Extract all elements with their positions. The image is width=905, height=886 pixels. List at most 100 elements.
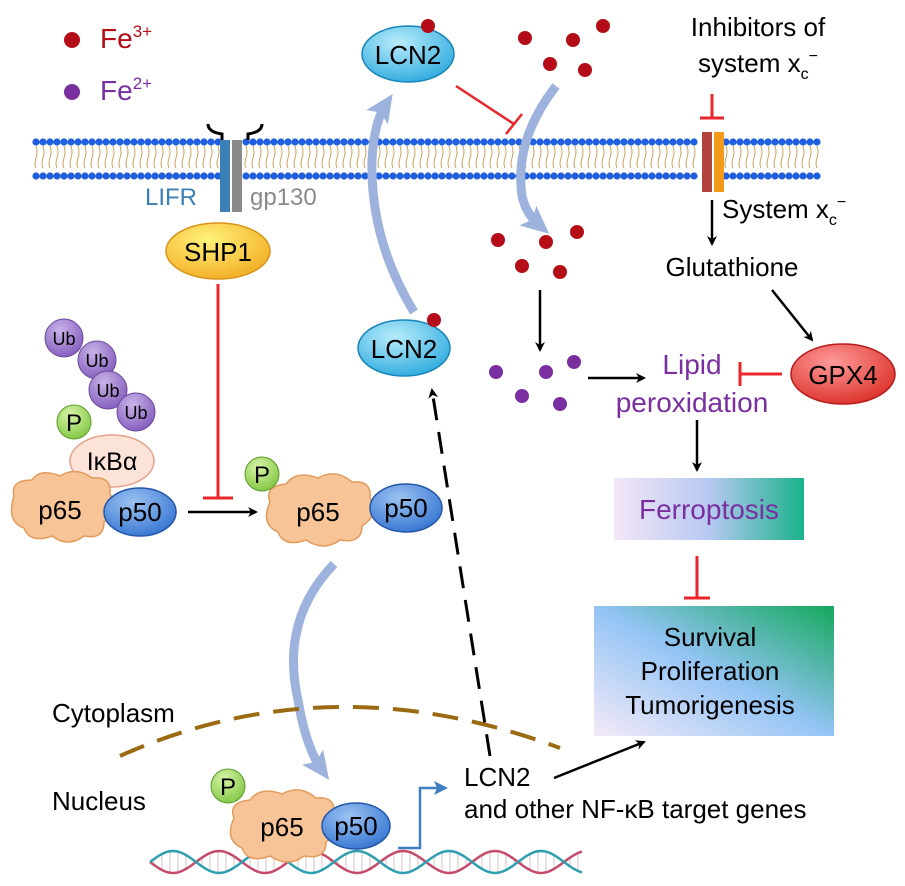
lipid-head — [88, 172, 96, 180]
lipid-head — [284, 172, 292, 180]
lipid-tail — [139, 145, 143, 169]
svg-text:p65: p65 — [38, 495, 81, 525]
lipid-head — [256, 172, 264, 180]
lipid-tail — [412, 145, 416, 169]
inhibitor-inhibition — [700, 94, 724, 120]
fe2-legend-dot — [64, 84, 80, 100]
lipid-head — [620, 138, 628, 146]
lipid-tail — [300, 145, 304, 169]
system-xc-label: System x — [722, 194, 829, 224]
outcome-proliferation: Proliferation — [641, 656, 780, 686]
lipid-head — [137, 172, 145, 180]
lipid-tail — [808, 145, 812, 169]
lipid-head — [627, 138, 635, 146]
lipid-head — [193, 172, 201, 180]
lipid-head — [792, 138, 800, 146]
lipid-head — [634, 172, 642, 180]
lipid-tail — [794, 145, 798, 169]
lipid-tail — [216, 145, 220, 169]
lcn2-secretion-dashed-arrow — [428, 388, 492, 757]
lipid-head — [46, 138, 54, 146]
lipid-head — [396, 138, 404, 146]
lipid-tail — [447, 145, 451, 169]
lipid-head — [53, 172, 61, 180]
lipid-head — [641, 172, 649, 180]
lipid-tail — [125, 145, 129, 169]
lipid-head — [151, 172, 159, 180]
lipid-tail — [482, 145, 486, 169]
svg-text:p65: p65 — [296, 497, 339, 527]
lipid-head — [508, 138, 516, 146]
lipid-head — [354, 172, 362, 180]
lipid-head — [487, 138, 495, 146]
lipid-tail — [97, 145, 101, 169]
lipid-head — [683, 172, 691, 180]
lipid-head — [382, 172, 390, 180]
fe3-extracellular-dots — [518, 19, 610, 77]
nucleus-label: Nucleus — [52, 786, 146, 816]
lipid-head — [669, 172, 677, 180]
lipid-head — [130, 172, 138, 180]
lipid-head — [53, 138, 61, 146]
lipid-tail — [787, 145, 791, 169]
lipid-head — [214, 172, 222, 180]
legend: Fe3+ Fe2+ — [64, 22, 152, 106]
lipid-head — [722, 138, 730, 146]
lipid-head — [452, 138, 460, 146]
svg-text:p50: p50 — [384, 493, 427, 523]
svg-text:Ub: Ub — [96, 381, 119, 401]
lcn2-mid: LCN2 — [357, 313, 451, 377]
lipid-head — [729, 138, 737, 146]
svg-text:LCN2: LCN2 — [371, 334, 437, 364]
lipid-tail — [244, 145, 248, 169]
lipid-head — [39, 138, 47, 146]
lipid-head — [799, 172, 807, 180]
lipid-tail — [356, 145, 360, 169]
lipid-tail — [426, 145, 430, 169]
lipid-tail — [321, 145, 325, 169]
lipid-head — [263, 172, 271, 180]
lipid-head — [564, 172, 572, 180]
lipid-head — [729, 172, 737, 180]
lipid-tail — [181, 145, 185, 169]
outcomes-box: Survival Proliferation Tumorigenesis — [594, 606, 834, 736]
lipid-head — [375, 172, 383, 180]
lipid-tail — [685, 145, 689, 169]
lipid-head — [585, 172, 593, 180]
svg-text:p65: p65 — [260, 812, 303, 842]
lipid-head — [256, 138, 264, 146]
lipid-head — [291, 138, 299, 146]
lipid-head — [88, 138, 96, 146]
svg-text:p50: p50 — [118, 497, 161, 527]
lipid-head — [396, 172, 404, 180]
lipid-head — [431, 138, 439, 146]
lipid-tail — [664, 145, 668, 169]
lipid-head — [655, 138, 663, 146]
lipid-head — [438, 138, 446, 146]
lipid-head — [207, 172, 215, 180]
ikba-label: IκBα — [87, 448, 138, 476]
lipid-head — [305, 172, 313, 180]
lipid-tail — [48, 145, 52, 169]
lipid-head — [648, 138, 656, 146]
lipid-head — [536, 172, 544, 180]
lipid-tail — [342, 145, 346, 169]
lipid-head — [648, 172, 656, 180]
lipid-tail — [258, 145, 262, 169]
lipid-label-line1: Lipid — [662, 349, 721, 380]
svg-text:system xc−: system xc− — [698, 48, 818, 83]
lipid-tail — [349, 145, 353, 169]
lipid-tail — [272, 145, 276, 169]
lipid-head — [74, 172, 82, 180]
lipid-tail — [398, 145, 402, 169]
lipid-head — [501, 172, 509, 180]
lipid-head — [641, 138, 649, 146]
lipid-tail — [384, 145, 388, 169]
lipid-head — [214, 138, 222, 146]
lipid-head — [151, 138, 159, 146]
p50-mid: p50 — [369, 483, 443, 533]
svg-text:Ub: Ub — [124, 403, 147, 423]
lipid-head — [494, 138, 502, 146]
lipid-tail — [622, 145, 626, 169]
lipid-head — [179, 172, 187, 180]
